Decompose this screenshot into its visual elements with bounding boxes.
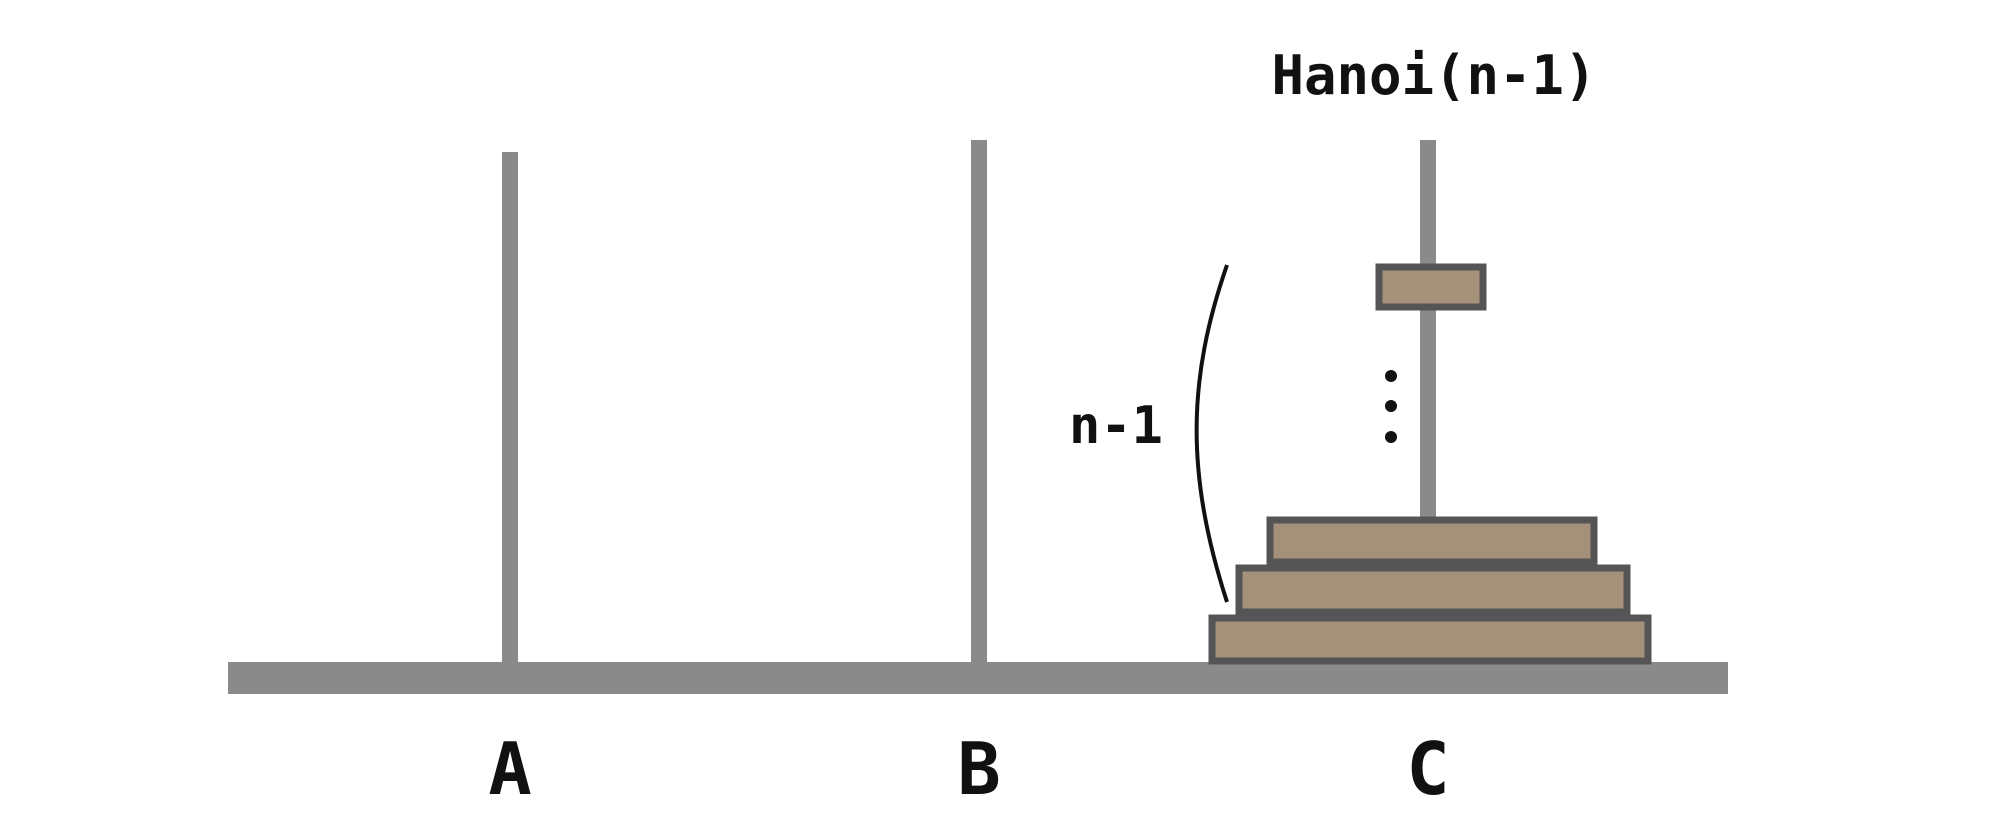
disk-n-minus-1 bbox=[1266, 516, 1598, 566]
bottom-disk bbox=[1208, 614, 1652, 665]
top-disk bbox=[1375, 263, 1487, 311]
base-platform bbox=[228, 662, 1728, 694]
brace-curve bbox=[1194, 264, 1229, 603]
peg-label-c: C bbox=[1406, 727, 1449, 811]
peg-label-b: B bbox=[957, 727, 1000, 811]
disk-n-minus-2 bbox=[1235, 564, 1631, 616]
diagram-title: Hanoi(n-1) bbox=[1271, 44, 1596, 107]
peg-a bbox=[502, 152, 518, 664]
peg-label-a: A bbox=[488, 727, 531, 811]
peg-b bbox=[971, 140, 987, 664]
annotation-label: n-1 bbox=[1069, 396, 1163, 456]
vertical-ellipsis bbox=[1385, 370, 1397, 443]
